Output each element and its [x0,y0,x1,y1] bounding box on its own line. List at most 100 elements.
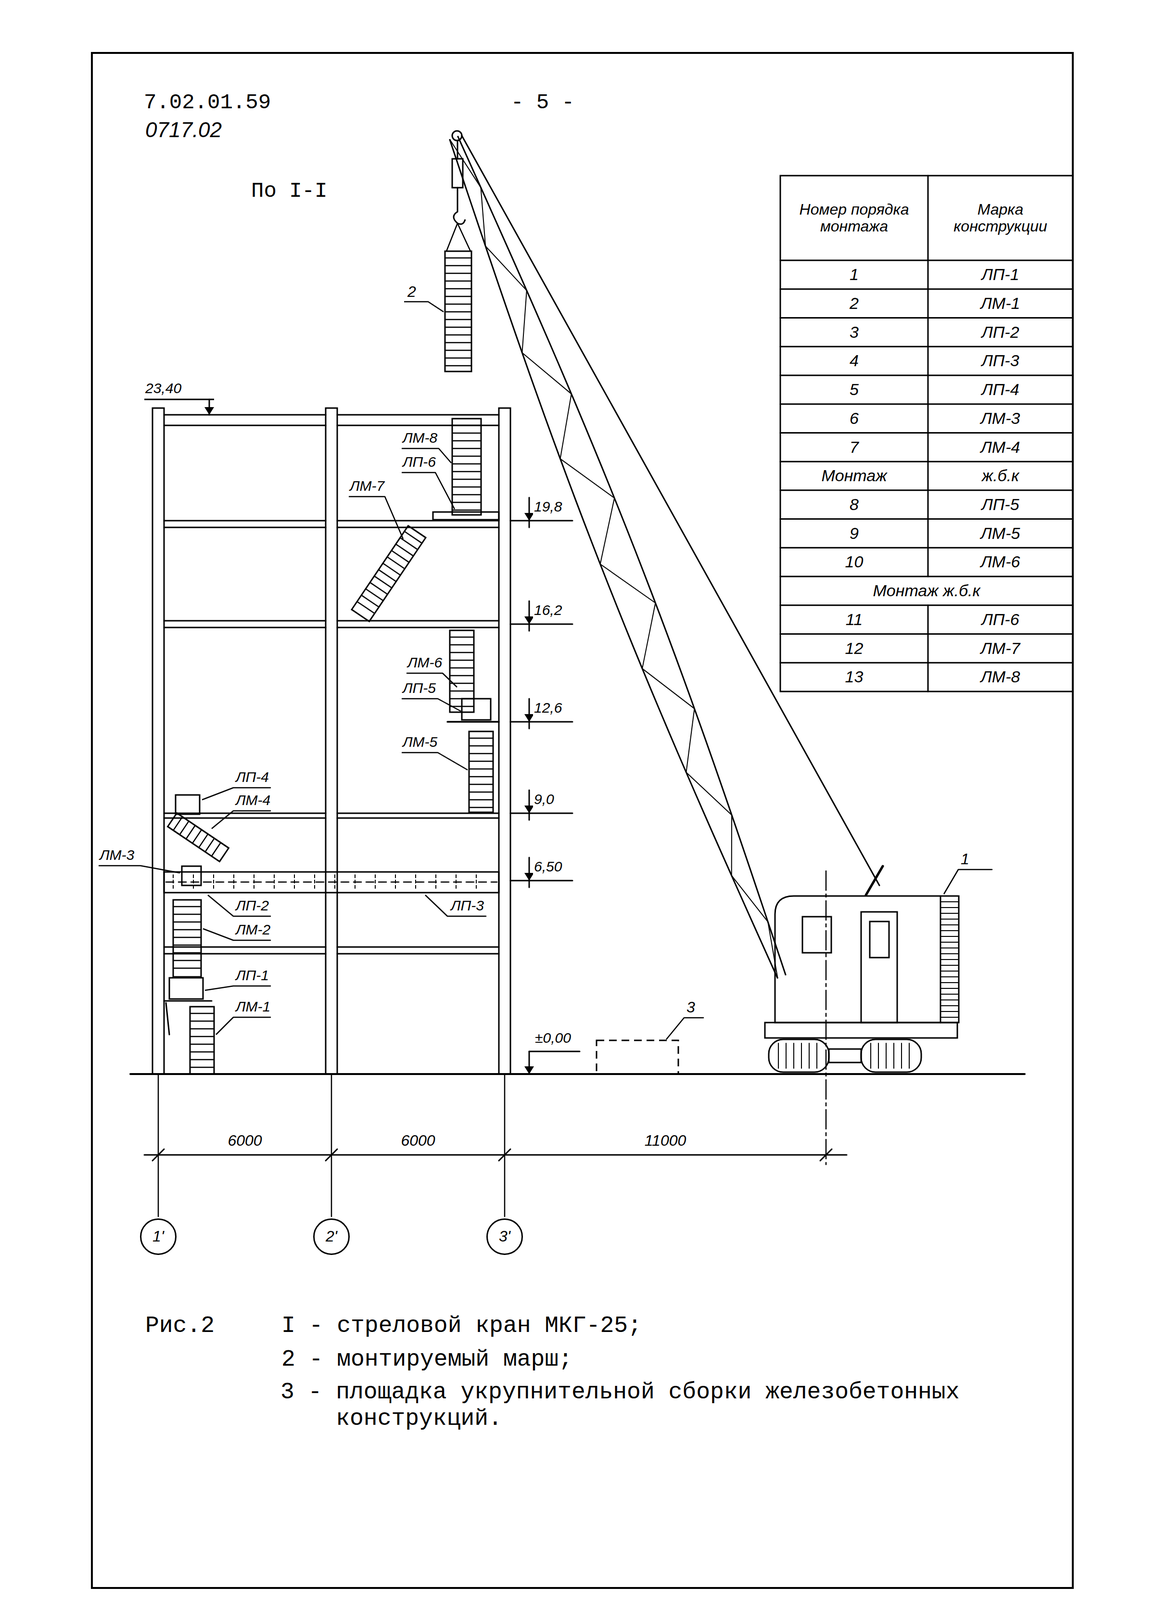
landing-lp5 [461,698,491,720]
flight-step [469,791,494,793]
mounted-flight [444,251,472,372]
axis-number: 3' [498,1227,511,1245]
table-rule [780,633,1073,635]
level-line [144,398,215,401]
table-rule [780,288,1073,290]
beam [337,952,499,955]
boom-chord [449,139,778,979]
table-cell: 10 [780,547,928,577]
flight-step [173,905,202,908]
cab-window [802,916,832,953]
flight-lm1 [190,1006,215,1074]
level-line [510,721,573,723]
track-link [800,1042,802,1068]
label-text: ЛМ-3 [98,846,136,864]
hook [453,211,466,225]
label-text: 2 - монтируемый марш; [280,1346,574,1373]
flight-lm5 [469,731,494,813]
flight-step [444,265,472,267]
boom-chord [457,136,786,976]
slab-rib [334,874,336,890]
flight-step [469,752,494,755]
radiator-fin [940,929,959,931]
table-grid [780,175,1073,692]
axis-line [504,1073,506,1217]
beam [337,414,499,416]
table-cell: ЛМ-5 [927,519,1073,548]
sling [446,223,471,252]
landing-floor [164,1000,212,1002]
label-text: ЛМ-2 [234,921,272,939]
label-text: 3 [685,998,697,1017]
flight-step [444,272,472,275]
table-divider [927,605,929,692]
flight-step [190,1012,215,1015]
flight-step [356,601,375,614]
flight-step [449,690,474,692]
radiator-fin [940,970,959,972]
hoist-rope [457,140,459,159]
flight-step [173,944,202,946]
flight-step [404,531,422,544]
table-cell: 4 [780,346,928,376]
label-text: ЛМ-6 [406,654,444,672]
label-text: I - стреловой кран МКГ-25; [280,1312,643,1339]
table-cell: ЛП-6 [927,605,1073,635]
flight-step [444,257,472,259]
table-rule [780,259,1073,262]
flight-step [444,342,472,344]
track-link [870,1042,872,1068]
table-rule [780,661,1073,664]
table-cell: 9 [780,519,928,548]
assembly-pad [596,1040,679,1074]
ribbed-slab [164,871,499,893]
table-cell: ЛП-2 [927,317,1073,347]
landing-lp4 [175,794,200,814]
axis-circle: 3' [486,1218,523,1255]
track-link [793,1042,795,1068]
beam [164,952,326,955]
landing-floor [447,721,499,723]
flight-step [186,825,196,839]
leader-lines [98,301,992,1040]
flight-step [173,952,202,954]
leader-line [943,869,992,894]
label-text: 12,6 [533,699,563,717]
label-text: 23,40 [144,380,183,397]
flight-outline [351,525,426,622]
crawler-crane [449,130,959,1165]
flight-step [469,806,494,809]
beam [164,424,326,427]
flight-step [374,575,392,588]
illustration [91,52,1073,1588]
flight-step [190,1043,215,1045]
boom-head [452,130,462,141]
label-text: 7.02.01.59 [142,90,272,115]
flight-step [452,509,482,511]
flight-step [452,455,482,458]
flight-step [452,478,482,481]
track-link [877,1042,879,1068]
leader-line [404,301,444,312]
flight-step [469,799,494,801]
flight-step [449,644,474,646]
axis-line [157,1073,160,1217]
label-text: 9,0 [533,790,556,808]
leader-line [207,894,271,916]
pendant-cable [461,135,880,886]
label-text: ±0,00 [533,1029,572,1047]
level-tick [528,857,531,888]
flight-outline [190,1006,215,1074]
level-tick [528,497,531,528]
slab-rib [374,874,376,890]
flight-outline [173,899,202,977]
flight-step [449,674,474,677]
label-text: ЛП-1 [234,966,270,984]
flight-step [469,737,494,739]
table-cell: 6 [780,404,928,433]
table-cell: ЛП-5 [927,490,1073,520]
table-cell: ЛМ-7 [927,634,1073,663]
hoist-rope [457,187,459,212]
axis-circle: 1' [139,1218,177,1255]
flight-step [452,424,482,427]
